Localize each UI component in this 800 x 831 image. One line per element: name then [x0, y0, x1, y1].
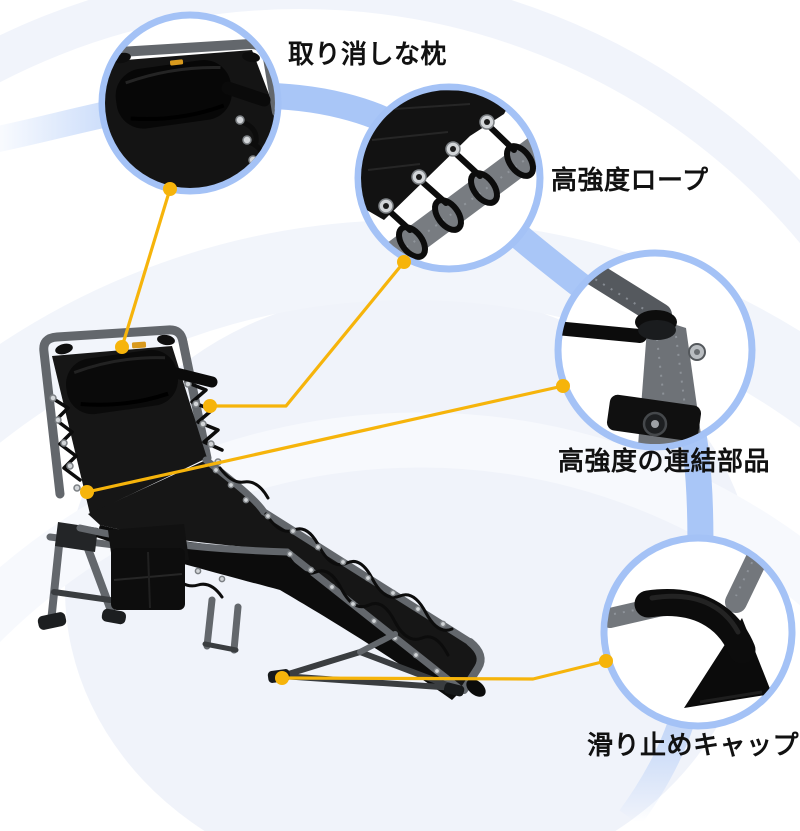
connector-lines — [86, 188, 607, 681]
side-pocket — [108, 524, 189, 610]
middle-leg — [202, 596, 242, 654]
connector-dots — [80, 182, 613, 685]
foot-corner-cap — [466, 679, 486, 697]
callout-label-pillow: 取り消しな枕 — [288, 40, 448, 70]
connector-cap — [281, 659, 607, 681]
headrest-pillow — [66, 349, 178, 415]
callout-circle-rope — [354, 83, 544, 273]
grommets-legrest-far — [212, 466, 447, 628]
callout-label-joint: 高強度の連結部品 — [558, 447, 771, 477]
callout-label-cap: 滑り止めキャップ — [587, 731, 800, 761]
brand-tag — [131, 341, 147, 349]
grommets-backrest-left — [49, 394, 81, 492]
callout-circle-cap — [600, 534, 796, 730]
pillow-strap — [166, 366, 218, 388]
lounge-chair-illustration — [37, 325, 486, 700]
connector-pillow — [120, 188, 172, 348]
callout-label-rope: 高強度ロープ — [551, 166, 709, 196]
callout-circle-joint — [554, 249, 756, 451]
connector-joint — [86, 384, 564, 494]
connector-rope — [210, 260, 406, 408]
callout-circle-pillow — [98, 11, 282, 195]
